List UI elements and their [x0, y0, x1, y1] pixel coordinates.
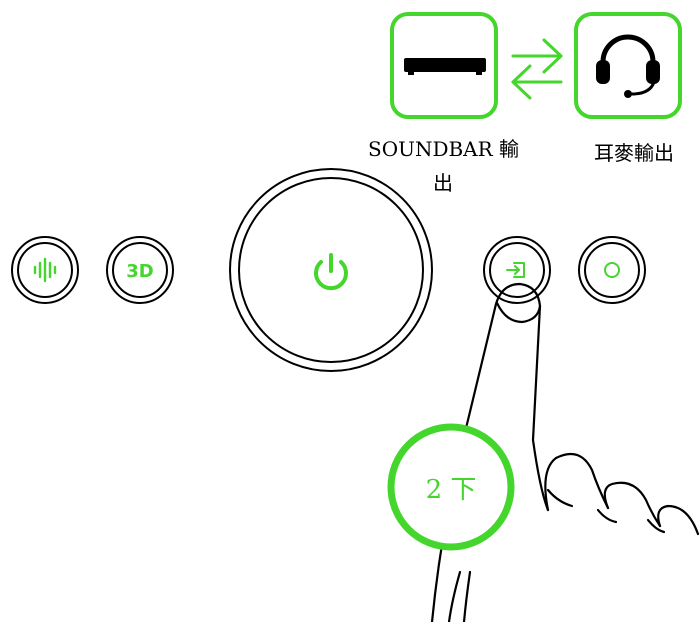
press-count-label: 2 下	[425, 474, 477, 505]
soundbar-output-label-line1: SOUNDBAR 輸	[368, 137, 520, 161]
button-bluetooth[interactable]	[578, 236, 646, 304]
power-icon	[314, 253, 348, 291]
headphone-output-tile	[574, 12, 682, 119]
input-button[interactable]	[483, 236, 551, 304]
button-3d-label: 3D	[126, 261, 153, 282]
soundbar-output-tile	[390, 12, 498, 119]
soundbar-icon	[404, 58, 486, 75]
swap-arrows-icon	[511, 38, 563, 100]
headset-icon	[596, 34, 660, 98]
power-button[interactable]	[229, 168, 433, 372]
circle-icon	[604, 262, 620, 278]
press-count-badge	[387, 423, 515, 551]
button-sound-mode[interactable]	[11, 236, 79, 304]
sound-wave-icon	[33, 257, 57, 283]
input-icon	[506, 262, 525, 278]
soundbar-output-label: SOUNDBAR 輸 出	[368, 134, 520, 198]
button-3d[interactable]: 3D	[106, 236, 174, 304]
headphone-output-label: 耳麥輸出	[594, 141, 674, 165]
soundbar-output-label-line2: 出	[433, 171, 453, 195]
